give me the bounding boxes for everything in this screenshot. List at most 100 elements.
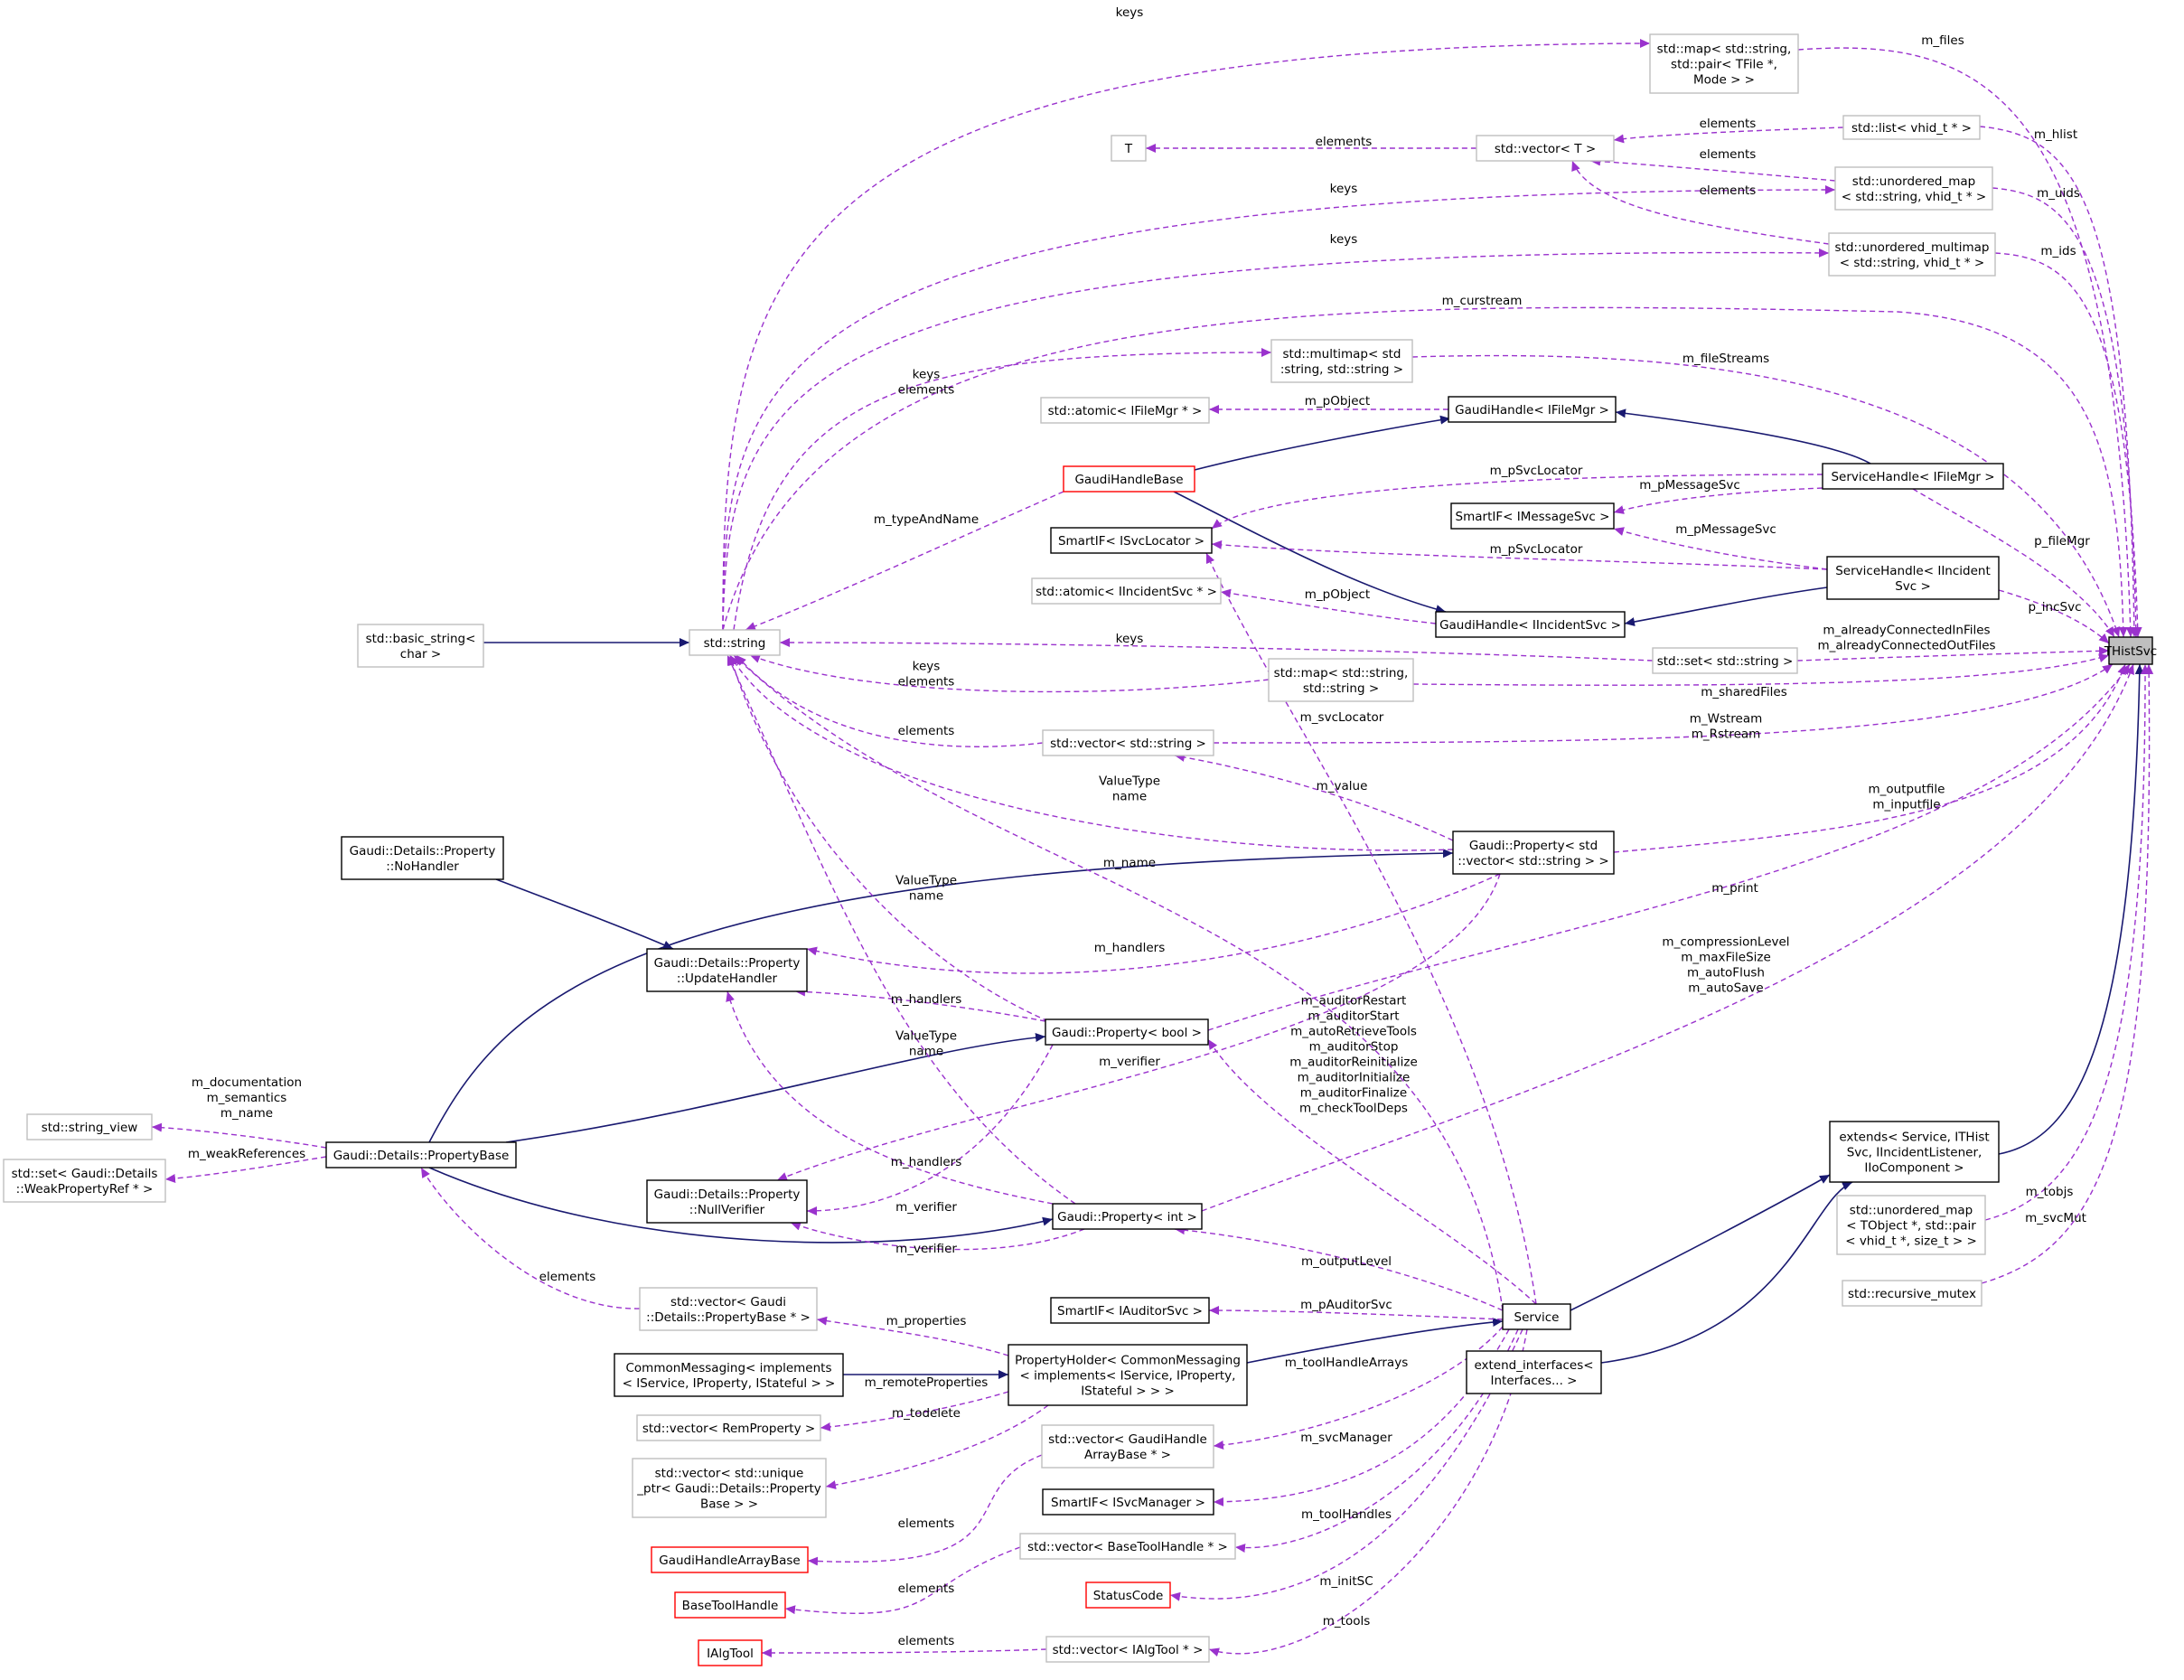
class-node-label: std::unordered_multimap	[1835, 240, 1990, 255]
class-node-T[interactable]: T	[1111, 135, 1147, 162]
class-node-box	[3, 1159, 166, 1203]
class-node-label: :string, std::string >	[1280, 362, 1403, 377]
class-node-propertyholder[interactable]: PropertyHolder< CommonMessaging< impleme…	[1008, 1344, 1248, 1406]
class-node-commonmessaging[interactable]: CommonMessaging< implements< IService, I…	[614, 1353, 844, 1397]
class-node-box	[1826, 556, 2000, 600]
edge-label: m_svcMut	[2025, 1211, 2086, 1225]
class-node-prop_vecstr[interactable]: Gaudi::Property< std::vector< std::strin…	[1452, 831, 1615, 875]
class-node-label: Gaudi::Property< int >	[1057, 1210, 1197, 1225]
inheritance-edge-propertybase-to-prop_bool	[505, 1033, 1046, 1143]
class-node-label: std::vector< RemProperty >	[642, 1422, 815, 1436]
class-node-box	[636, 1414, 821, 1441]
edges-layer	[151, 39, 2154, 1657]
class-node-statuscode[interactable]: StatusCode	[1085, 1581, 1171, 1609]
edge-label: m_files	[1921, 33, 1964, 48]
class-node-box	[325, 1141, 517, 1168]
class-node-vector_ialgtool[interactable]: std::vector< IAlgTool * >	[1045, 1636, 1210, 1663]
edge-label: m_hlist	[2034, 127, 2077, 142]
class-node-extend_interfaces[interactable]: extend_interfaces<Interfaces... >	[1466, 1350, 1602, 1394]
class-node-gh_incident[interactable]: GaudiHandle< IIncidentSvc >	[1435, 611, 1626, 638]
class-node-vector_remprop[interactable]: std::vector< RemProperty >	[636, 1414, 821, 1441]
class-node-vector_propbase[interactable]: std::vector< Gaudi::Details::PropertyBas…	[639, 1287, 818, 1331]
class-node-box	[1649, 33, 1799, 94]
class-node-smartif_svcmgr[interactable]: SmartIF< ISvcManager >	[1042, 1488, 1214, 1516]
class-node-string_view[interactable]: std::string_view	[26, 1113, 153, 1140]
usage-edge-string-to-thistsvc	[722, 306, 2128, 638]
class-node-nullverifier[interactable]: Gaudi::Details::Property::NullVerifier	[646, 1179, 808, 1224]
class-node-label: ::Details::PropertyBase * >	[646, 1310, 811, 1325]
class-node-box	[1063, 465, 1195, 493]
class-node-nohandler[interactable]: Gaudi::Details::Property::NoHandler	[341, 836, 504, 880]
class-node-list_hlist[interactable]: std::list< vhid_t * >	[1842, 115, 1981, 140]
usage-edge-string-to-ghb	[745, 491, 1064, 631]
class-node-atomic_incident[interactable]: std::atomic< IIncidentSvc * >	[1031, 577, 1222, 605]
class-node-recursive_mutex[interactable]: std::recursive_mutex	[1842, 1280, 1982, 1307]
edge-label: name	[909, 1045, 943, 1059]
class-node-prop_bool[interactable]: Gaudi::Property< bool >	[1045, 1018, 1209, 1046]
class-node-box	[2108, 636, 2153, 665]
class-node-multimap[interactable]: std::multimap< std:string, std::string >	[1270, 339, 1413, 383]
class-node-label: GaudiHandleArrayBase	[659, 1553, 800, 1568]
class-node-vector_T[interactable]: std::vector< T >	[1476, 135, 1615, 162]
edge-label: elements	[539, 1270, 596, 1284]
class-node-map_files[interactable]: std::map< std::string,std::pair< TFile *…	[1649, 33, 1799, 94]
edge-label: m_verifier	[895, 1242, 957, 1256]
class-node-label: < std::string, vhid_t * >	[1842, 190, 1986, 204]
edge-label: m_checkToolDeps	[1299, 1102, 1408, 1116]
class-node-box	[1019, 1533, 1236, 1560]
edge-label: m_inputfile	[1872, 798, 1940, 812]
inheritance-edge-propertyholder-to-service	[1246, 1318, 1504, 1364]
class-node-basic_string[interactable]: std::basic_string<char >	[357, 624, 484, 668]
class-node-box	[689, 629, 781, 656]
edge-label: keys	[1116, 632, 1144, 646]
class-node-sh_incident[interactable]: ServiceHandle< IIncidentSvc >	[1826, 556, 2000, 600]
class-node-propertybase[interactable]: Gaudi::Details::PropertyBase	[325, 1141, 517, 1168]
class-node-gh_filemgr[interactable]: GaudiHandle< IFileMgr >	[1448, 396, 1617, 423]
edge-label: m_value	[1317, 779, 1368, 793]
class-node-label: T	[1124, 142, 1133, 156]
class-node-ghab[interactable]: GaudiHandleArrayBase	[651, 1546, 809, 1573]
class-node-label: Gaudi::Details::Property	[654, 956, 801, 971]
class-node-umap_tobjs[interactable]: std::unordered_map< TObject *, std::pair…	[1836, 1195, 1986, 1255]
class-node-basetoolhandle[interactable]: BaseToolHandle	[674, 1591, 786, 1619]
class-node-sh_filemgr[interactable]: ServiceHandle< IFileMgr >	[1822, 463, 2004, 490]
class-node-set_string[interactable]: std::set< std::string >	[1652, 647, 1798, 674]
class-node-umap_uids[interactable]: std::unordered_map< std::string, vhid_t …	[1834, 166, 1993, 211]
class-node-smartif_auditor[interactable]: SmartIF< IAuditorSvc >	[1050, 1297, 1210, 1324]
class-node-label: SmartIF< ISvcLocator >	[1058, 534, 1204, 549]
usage-edge-vector_T-to-list_hlist	[1613, 127, 1844, 144]
class-node-map_string[interactable]: std::map< std::string,std::string >	[1268, 658, 1414, 702]
class-node-label: extend_interfaces<	[1474, 1358, 1593, 1373]
class-node-label: std::vector< Gaudi	[670, 1295, 786, 1309]
class-node-ghb[interactable]: GaudiHandleBase	[1063, 465, 1195, 493]
class-node-updatehandler[interactable]: Gaudi::Details::Property::UpdateHandler	[646, 948, 808, 992]
edge-label: m_remoteProperties	[865, 1375, 989, 1390]
usage-edge-smartif_auditor-to-service	[1208, 1306, 1504, 1320]
class-node-service[interactable]: Service	[1502, 1303, 1571, 1330]
class-node-label: char >	[400, 647, 441, 662]
class-node-ialgtool[interactable]: IAlgTool	[698, 1639, 763, 1666]
class-node-umultimap_ids[interactable]: std::unordered_multimap< std::string, vh…	[1828, 232, 1996, 277]
edge-label: m_handlers	[891, 1155, 962, 1169]
inheritance-edge-extends-to-thistsvc	[1998, 663, 2144, 1155]
class-node-string[interactable]: std::string	[689, 629, 781, 656]
class-node-set_weakref[interactable]: std::set< Gaudi::Details::WeakPropertyRe…	[3, 1159, 166, 1203]
class-node-prop_int[interactable]: Gaudi::Property< int >	[1052, 1203, 1203, 1230]
class-node-vector_ghab[interactable]: std::vector< GaudiHandleArrayBase * >	[1041, 1424, 1214, 1469]
class-node-vector_string[interactable]: std::vector< std::string >	[1042, 729, 1214, 756]
class-node-vector_bth[interactable]: std::vector< BaseToolHandle * >	[1019, 1533, 1236, 1560]
class-node-box	[1040, 397, 1210, 424]
class-node-vector_uniqueptr[interactable]: std::vector< std::unique_ptr< Gaudi::Det…	[632, 1458, 827, 1518]
class-node-smartif_msg[interactable]: SmartIF< IMessageSvc >	[1450, 502, 1615, 530]
class-node-atomic_filemgr[interactable]: std::atomic< IFileMgr * >	[1040, 397, 1210, 424]
usage-edge-string-to-service	[733, 654, 1504, 1311]
class-node-label: std::map< std::string,	[1657, 42, 1792, 57]
class-node-label: GaudiHandleBase	[1074, 473, 1183, 487]
edge-label: m_tools	[1323, 1614, 1371, 1628]
class-node-smartif_svcloc[interactable]: SmartIF< ISvcLocator >	[1050, 527, 1213, 554]
class-node-label: std::unordered_map	[1850, 1204, 1973, 1218]
edge-label: m_documentation	[192, 1075, 302, 1090]
inheritance-edge-nohandler-to-updatehandler	[495, 878, 674, 950]
